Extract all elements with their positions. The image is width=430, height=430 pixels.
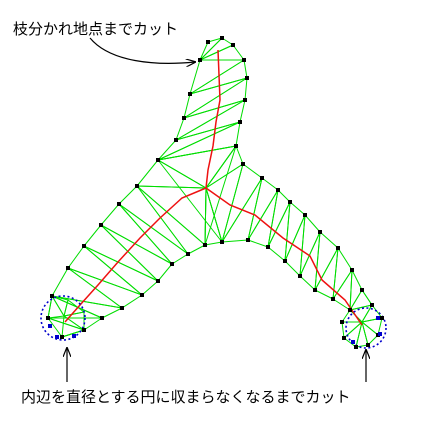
vertex-marker: [246, 238, 250, 242]
vertex-marker: [203, 243, 207, 247]
vertex-marker: [360, 288, 364, 292]
vertex-marker: [241, 162, 245, 166]
circle-vertex-marker: [378, 332, 382, 336]
annotation-bottom: 内辺を直径とする円に収まらなくなるまでカット: [21, 388, 351, 406]
vertex-marker: [198, 58, 202, 62]
vertex-marker: [276, 188, 280, 192]
mesh-triangle: [175, 99, 246, 141]
vertex-marker: [82, 328, 86, 332]
vertex-marker: [220, 36, 224, 40]
vertex-marker: [100, 316, 104, 320]
mesh-triangle: [47, 295, 103, 319]
vertex-marker: [135, 184, 139, 188]
vertex-marker: [348, 308, 352, 312]
circle-boundary-vertices: [48, 316, 382, 344]
mesh-triangle: [157, 145, 237, 189]
vertex-marker: [238, 120, 242, 124]
vertex-marker: [186, 252, 190, 256]
vertex-marker: [140, 293, 144, 297]
annotation-top: 枝分かれ地点までカット: [13, 20, 179, 38]
vertex-marker: [188, 92, 192, 96]
vertex-marker: [156, 279, 160, 283]
mesh-triangle: [157, 121, 241, 161]
skeleton-upper-branch: [205, 49, 221, 189]
vertex-marker: [313, 288, 317, 292]
vertex-marker: [174, 138, 178, 142]
cut-circle-left: [40, 295, 86, 341]
vertex-marker: [242, 58, 246, 62]
mesh-triangle: [157, 159, 223, 243]
vertex-marker: [66, 266, 70, 270]
mesh-triangle: [83, 224, 159, 282]
vertex-marker: [303, 213, 307, 217]
mesh-triangle: [100, 203, 173, 265]
mesh-triangle: [51, 295, 123, 319]
mesh-triangle: [199, 44, 245, 61]
vertex-marker: [231, 43, 235, 47]
vertex-marker: [370, 303, 374, 307]
vertex-marker: [342, 336, 346, 340]
vertex-marker: [336, 246, 340, 250]
skeleton-left-branch: [64, 187, 207, 323]
vertex-marker: [366, 343, 370, 347]
circle-vertex-marker: [55, 335, 59, 339]
vertex-marker: [156, 158, 160, 162]
vertex-marker: [283, 259, 287, 263]
mesh-triangle: [47, 295, 65, 319]
vertex-marker: [260, 176, 264, 180]
circle-vertex-marker: [376, 316, 380, 320]
arrow-to-branch-point: [89, 37, 195, 63]
polygon-vertices: [46, 36, 384, 349]
vertex-marker: [340, 320, 344, 324]
mesh-triangle: [267, 201, 291, 262]
mesh-triangle: [67, 267, 143, 309]
vertex-marker: [99, 223, 103, 227]
vertex-marker: [120, 306, 124, 310]
mesh-triangle: [361, 321, 379, 346]
mesh-triangle: [118, 203, 189, 265]
vertex-marker: [46, 316, 50, 320]
circle-vertex-marker: [351, 340, 355, 344]
mesh-triangle: [136, 159, 207, 189]
cut-circle-right: [345, 307, 387, 349]
vertex-marker: [50, 294, 54, 298]
vertex-marker: [245, 76, 249, 80]
mesh-triangle: [100, 224, 173, 282]
vertex-marker: [206, 40, 210, 44]
vertex-marker: [288, 200, 292, 204]
vertex-marker: [82, 244, 86, 248]
mesh-triangle: [361, 289, 373, 306]
vertex-marker: [220, 240, 224, 244]
vertex-marker: [60, 335, 64, 339]
mesh-triangle: [67, 245, 143, 296]
vertex-marker: [182, 116, 186, 120]
vertex-marker: [243, 98, 247, 102]
vertex-marker: [234, 144, 238, 148]
vertex-marker: [354, 345, 358, 349]
mesh-triangle: [61, 315, 85, 338]
mesh-triangle: [332, 269, 353, 311]
circle-vertex-marker: [48, 324, 52, 328]
vertex-marker: [318, 230, 322, 234]
skeleton-right-branch: [205, 187, 363, 326]
vertex-marker: [331, 297, 335, 301]
circle-vertex-marker: [72, 334, 76, 338]
vertex-marker: [117, 202, 121, 206]
mesh-triangle: [136, 185, 206, 255]
vertex-marker: [298, 274, 302, 278]
vertex-marker: [380, 316, 384, 320]
vertex-marker: [266, 245, 270, 249]
vertex-marker: [350, 268, 354, 272]
mesh-triangle: [205, 163, 244, 243]
vertex-marker: [170, 262, 174, 266]
